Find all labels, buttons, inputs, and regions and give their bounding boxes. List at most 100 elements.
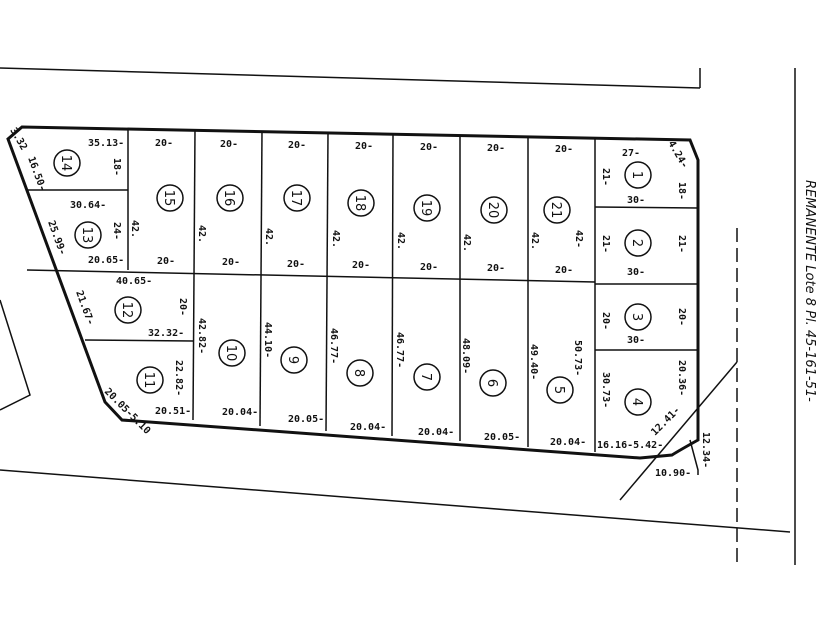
dimension-label: 50.73- (572, 340, 583, 376)
lot-number: 16 (221, 190, 236, 207)
lot-number: 14 (58, 155, 73, 172)
dimension-label: 30.73- (600, 372, 611, 408)
lot-circle (413, 363, 441, 391)
dimension-label: 42. (330, 230, 341, 248)
dimension-label: 20- (676, 308, 687, 326)
lot-circle (280, 346, 308, 374)
dimension-label: 21- (600, 235, 611, 253)
dimension-label: 20- (287, 259, 305, 270)
dimension-labels: 3.3216.50-35.13-18-30.64-24-25.99-20.65-… (7, 126, 711, 479)
dimension-label: 42.82- (196, 318, 207, 354)
dimension-label: 21- (600, 168, 611, 186)
lot-circle (136, 366, 164, 394)
lot-number: 3 (629, 313, 644, 321)
lot-number: 21 (548, 202, 563, 219)
lot-number: 2 (629, 239, 644, 247)
diagonal-line (619, 361, 738, 501)
dimension-label: 20- (155, 138, 173, 149)
dimension-label: 18- (111, 158, 122, 176)
dimension-label: 20- (555, 144, 573, 155)
lot-circle (283, 184, 311, 212)
lot-20: 20 (480, 196, 508, 224)
dimension-label: 35.13- (88, 138, 124, 149)
dimension-label: 20.04- (550, 437, 586, 448)
lot-number: 1 (629, 171, 644, 179)
street-line-bottom (0, 469, 791, 533)
dimension-label: 20.05- (484, 432, 520, 443)
dimension-label: 20- (355, 141, 373, 152)
lot-number: 7 (418, 373, 433, 381)
lot-13: 13 (74, 221, 102, 249)
lot-circle (624, 229, 652, 257)
dimension-label: 16.16-5.42- (597, 440, 663, 451)
dimension-label: 21- (676, 235, 687, 253)
lot-9: 9 (280, 346, 308, 374)
lot-15: 15 (156, 184, 184, 212)
lot-19: 19 (413, 194, 441, 222)
dimension-label: 20- (288, 140, 306, 151)
dimension-label: 30- (627, 267, 645, 278)
lot-17: 17 (283, 184, 311, 212)
lot-6: 6 (479, 369, 507, 397)
dimension-label: 20- (487, 143, 505, 154)
lot-18: 18 (347, 189, 375, 217)
lot-circle (74, 221, 102, 249)
dimension-label: 20- (487, 263, 505, 274)
lot-21: 21 (543, 196, 571, 224)
dimension-label: 42. (461, 234, 472, 252)
lot-number: 11 (141, 372, 156, 389)
dimension-label: 20.65- (88, 255, 124, 266)
dimension-label: 46.77- (328, 328, 339, 364)
lot-number: 17 (288, 190, 303, 207)
lot-circle (546, 376, 574, 404)
dimension-label: 42. (263, 228, 274, 246)
lot-circle (624, 161, 652, 189)
street-line-top (0, 67, 701, 89)
lot-circle (624, 388, 652, 416)
dimension-label: 49.40- (528, 344, 539, 380)
dimension-label: 20- (420, 262, 438, 273)
lot-10: 10 (218, 339, 246, 367)
dimension-label: 48.09- (460, 338, 471, 374)
dimension-label: 42. (395, 232, 406, 250)
dimension-label: 10.90- (655, 468, 691, 479)
dimension-label: 20- (555, 265, 573, 276)
lot-circle (218, 339, 246, 367)
lot-number: 12 (119, 302, 134, 319)
lot-number: 9 (285, 356, 300, 364)
lot-number: 8 (351, 369, 366, 377)
dimension-label: 20- (420, 142, 438, 153)
lot-circle (156, 184, 184, 212)
dimension-label: 30- (627, 195, 645, 206)
dimension-label: 12.34- (700, 432, 711, 468)
dimension-label: 42. (529, 232, 540, 250)
lot-12: 12 (114, 296, 142, 324)
dimension-label: 20.51- (155, 406, 191, 417)
dimension-label: 44.10- (262, 322, 273, 358)
lot-circle (216, 184, 244, 212)
dimension-label: 32.32- (148, 328, 184, 339)
lot-number: 15 (161, 190, 176, 207)
dimension-label: 20.04- (418, 427, 454, 438)
left-parcel-line (0, 299, 31, 411)
dimension-label: 30- (627, 335, 645, 346)
lot-4: 4 (624, 388, 652, 416)
dimension-label: 20.05-5.10 (102, 386, 152, 436)
dimension-label: 30.64- (70, 200, 106, 211)
dimension-label: 20- (220, 139, 238, 150)
lot-7: 7 (413, 363, 441, 391)
dimension-label: 24- (111, 222, 122, 240)
dimension-label: 20- (600, 312, 611, 330)
lot-3: 3 (624, 303, 652, 331)
dimension-label: 46.77- (394, 332, 405, 368)
dimension-label: 42. (196, 225, 207, 243)
lot-number: 20 (485, 202, 500, 219)
dimension-label: 40.65- (116, 276, 152, 287)
dimension-label: 4.24- (665, 139, 690, 171)
lot-circle (347, 189, 375, 217)
lot-circle (114, 296, 142, 324)
lot-number: 6 (484, 379, 499, 387)
lot-number: 4 (629, 398, 644, 406)
